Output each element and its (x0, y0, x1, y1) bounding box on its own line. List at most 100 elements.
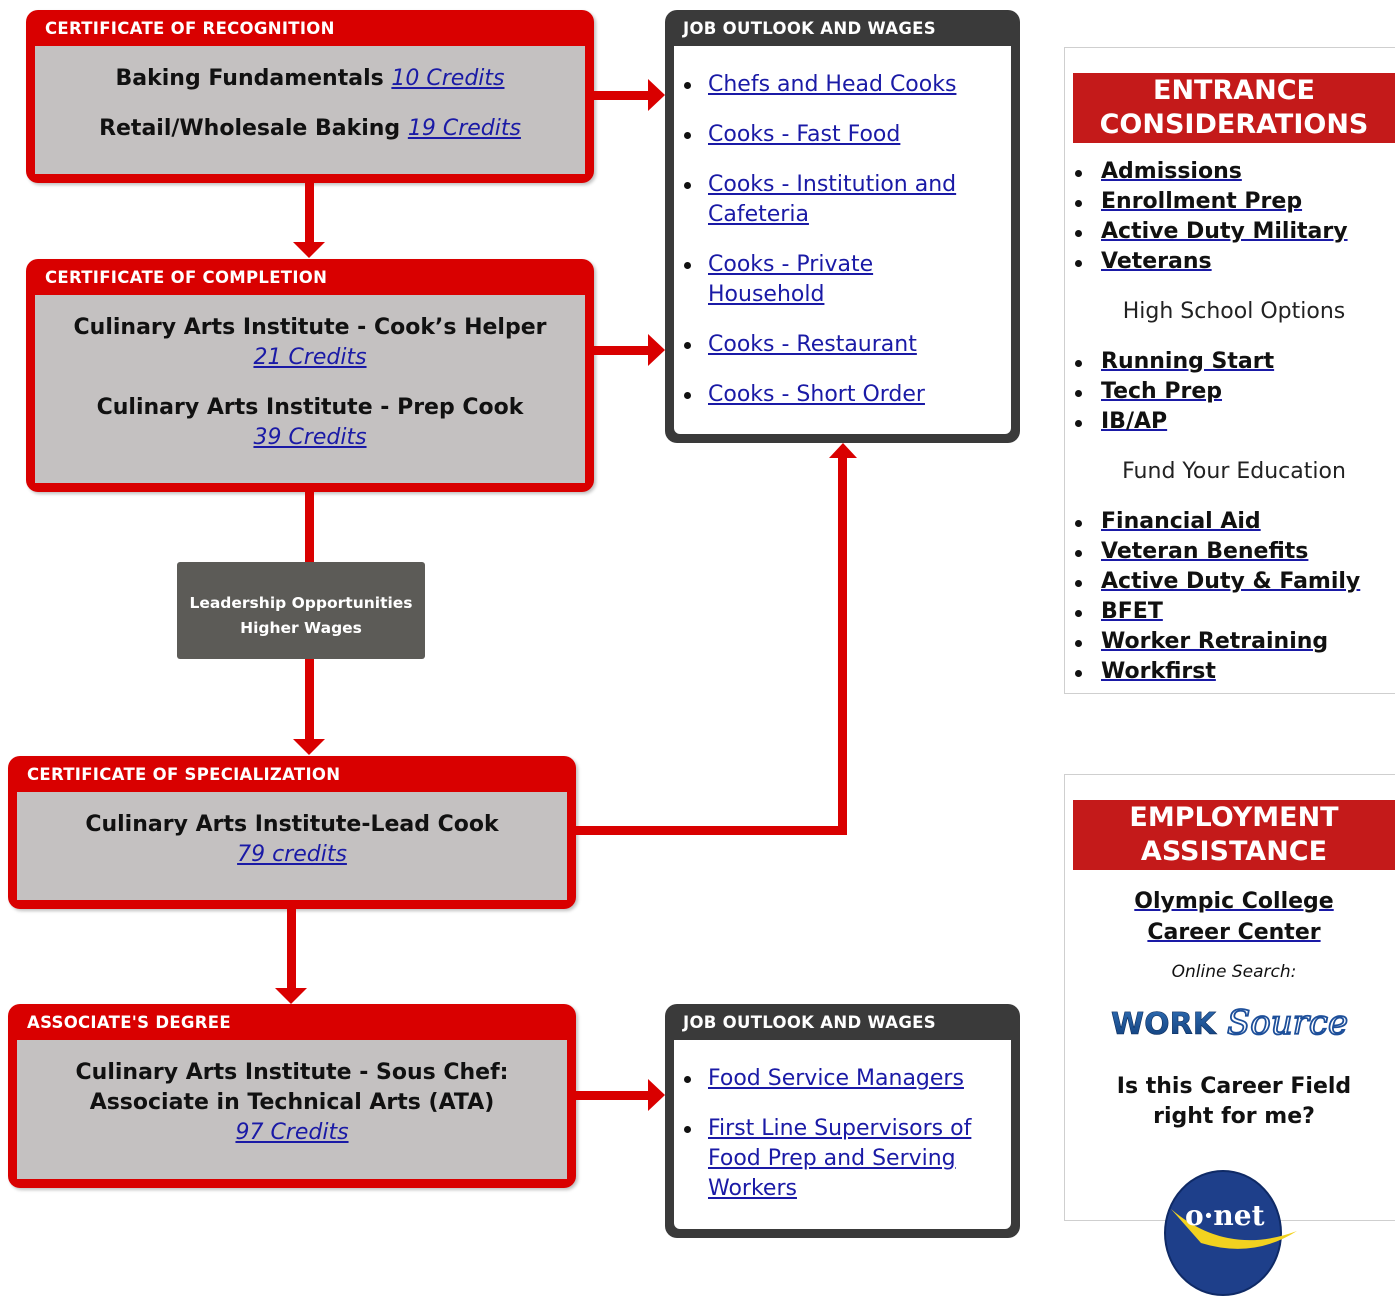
leadership-box: Leadership Opportunities Higher Wages (177, 562, 425, 659)
financial-aid-link[interactable]: Financial Aid (1101, 509, 1261, 534)
job-outlook-heading: JOB OUTLOOK AND WAGES (683, 1013, 936, 1032)
list-item: BFET (1075, 597, 1395, 627)
cert-recognition-body: Baking Fundamentals 10 Credits Retail/Wh… (35, 46, 585, 174)
arrow-head-right (648, 79, 665, 111)
arrow-shaft (594, 91, 648, 100)
active-duty-family-link[interactable]: Active Duty & Family (1101, 569, 1361, 594)
credits-link[interactable]: 97 Credits (235, 1120, 349, 1145)
program-lead-cook: Culinary Arts Institute-Lead Cook 79 cre… (85, 812, 499, 867)
arrow-shaft (305, 659, 314, 740)
credits-link[interactable]: 19 Credits (407, 116, 521, 141)
list-item: Cooks - Institution and Cafeteria (684, 170, 978, 230)
career-center: Olympic College Career Center (1065, 886, 1395, 948)
employment-assistance-panel: EMPLOYMENT ASSISTANCE Olympic College Ca… (1064, 774, 1395, 1296)
job-link[interactable]: Cooks - Short Order (708, 382, 925, 407)
tech-prep-link[interactable]: Tech Prep (1101, 379, 1223, 404)
arrow-shaft (838, 457, 847, 835)
ib-ap-link[interactable]: IB/AP (1101, 409, 1168, 434)
job-link[interactable]: Food Service Managers (708, 1066, 964, 1091)
cert-completion-body: Culinary Arts Institute - Cook’s Helper … (35, 295, 585, 483)
associate-heading: ASSOCIATE'S DEGREE (27, 1013, 231, 1032)
credits-link[interactable]: 79 credits (237, 842, 347, 867)
job-link[interactable]: Cooks - Private Household (708, 252, 874, 307)
svg-text:Source: Source (1227, 1003, 1348, 1043)
arrow-head-down (275, 988, 307, 1004)
arrow-head-down (293, 739, 325, 755)
career-field-question: Is this Career Field right for me? (1116, 1074, 1352, 1129)
list-item: Veteran Benefits (1075, 537, 1395, 567)
arrow-head-up (829, 443, 857, 458)
job-link[interactable]: First Line Supervisors of Food Prep and … (708, 1116, 972, 1201)
active-duty-military-link[interactable]: Active Duty Military (1101, 219, 1348, 244)
list-item: Food Service Managers (684, 1064, 1011, 1094)
list-item: Cooks - Fast Food (684, 120, 1011, 150)
entrance-considerations-panel: ENTRANCE CONSIDERATIONS Admissions Enrol… (1064, 47, 1395, 694)
list-item: Admissions (1075, 157, 1395, 187)
list-item: Cooks - Short Order (684, 380, 1011, 410)
job-outlook-box-2: JOB OUTLOOK AND WAGES Food Service Manag… (665, 1004, 1020, 1238)
credits-link[interactable]: 21 Credits (253, 345, 367, 370)
running-start-link[interactable]: Running Start (1101, 349, 1275, 374)
credits-link[interactable]: 39 Credits (253, 425, 367, 450)
career-center-link[interactable]: Olympic College Career Center (1134, 889, 1334, 945)
worksource-logo[interactable]: WORK Source (1109, 996, 1359, 1048)
enrollment-prep-link[interactable]: Enrollment Prep (1101, 189, 1303, 214)
list-item: Financial Aid (1075, 507, 1395, 537)
list-item: Veterans (1075, 247, 1395, 277)
cert-specialization-heading: CERTIFICATE OF SPECIALIZATION (27, 765, 341, 784)
list-item: Active Duty & Family (1075, 567, 1395, 597)
program-cooks-helper: Culinary Arts Institute - Cook’s Helper … (73, 315, 547, 370)
job-link[interactable]: Cooks - Fast Food (708, 122, 901, 147)
svg-text:o·net: o·net (1185, 1199, 1265, 1232)
admissions-link[interactable]: Admissions (1101, 159, 1242, 184)
list-item: Active Duty Military (1075, 217, 1395, 247)
worker-retraining-link[interactable]: Worker Retraining (1101, 629, 1329, 654)
list-item: IB/AP (1075, 407, 1395, 437)
cert-specialization-box: CERTIFICATE OF SPECIALIZATION Culinary A… (8, 756, 576, 909)
cert-recognition-box: CERTIFICATE OF RECOGNITION Baking Fundam… (26, 10, 594, 183)
entrance-links-list: Admissions Enrollment Prep Active Duty M… (1065, 157, 1395, 277)
arrow-shaft (576, 826, 847, 835)
arrow-head-right (648, 334, 665, 366)
list-item: Running Start (1075, 347, 1395, 377)
job-outlook-list: Food Service Managers First Line Supervi… (674, 1040, 1011, 1204)
associate-body: Culinary Arts Institute - Sous Chef: Ass… (17, 1040, 567, 1179)
svg-text:WORK: WORK (1111, 1007, 1218, 1042)
arrow-shaft (305, 183, 314, 243)
arrow-shaft (287, 909, 296, 989)
job-outlook-list-panel: Food Service Managers First Line Supervi… (674, 1040, 1011, 1229)
workfirst-link[interactable]: Workfirst (1101, 659, 1216, 684)
list-item: Chefs and Head Cooks (684, 70, 1011, 100)
program-baking-fundamentals: Baking Fundamentals 10 Credits (115, 66, 505, 91)
leadership-line1: Leadership Opportunities (189, 594, 413, 612)
cert-specialization-body: Culinary Arts Institute-Lead Cook 79 cre… (17, 792, 567, 900)
list-item: First Line Supervisors of Food Prep and … (684, 1114, 998, 1204)
job-link[interactable]: Cooks - Restaurant (708, 332, 917, 357)
online-search-label: Online Search: (1171, 962, 1297, 982)
employment-title: EMPLOYMENT ASSISTANCE (1073, 800, 1395, 870)
funding-links-list: Financial Aid Veteran Benefits Active Du… (1065, 507, 1395, 687)
arrow-shaft (576, 1091, 648, 1100)
job-outlook-list: Chefs and Head Cooks Cooks - Fast Food C… (674, 46, 1011, 410)
job-link[interactable]: Chefs and Head Cooks (708, 72, 957, 97)
veteran-benefits-link[interactable]: Veteran Benefits (1101, 539, 1309, 564)
job-outlook-heading: JOB OUTLOOK AND WAGES (683, 19, 936, 38)
cert-recognition-heading: CERTIFICATE OF RECOGNITION (45, 19, 335, 38)
program-sous-chef: Culinary Arts Institute - Sous Chef: Ass… (75, 1060, 509, 1145)
job-link[interactable]: Cooks - Institution and Cafeteria (708, 172, 957, 227)
arrow-shaft (305, 492, 314, 562)
bfet-link[interactable]: BFET (1101, 599, 1163, 624)
leadership-line2: Higher Wages (240, 619, 362, 637)
list-item: Cooks - Private Household (684, 250, 908, 310)
veterans-link[interactable]: Veterans (1101, 249, 1212, 274)
cert-completion-box: CERTIFICATE OF COMPLETION Culinary Arts … (26, 259, 594, 492)
high-school-links-list: Running Start Tech Prep IB/AP (1065, 347, 1395, 437)
job-outlook-list-panel: Chefs and Head Cooks Cooks - Fast Food C… (674, 46, 1011, 434)
arrow-head-right (648, 1079, 665, 1111)
list-item: Workfirst (1075, 657, 1395, 687)
cert-completion-heading: CERTIFICATE OF COMPLETION (45, 268, 328, 287)
arrow-shaft (594, 346, 648, 355)
list-item: Worker Retraining (1075, 627, 1395, 657)
onet-logo[interactable]: o·net (1157, 1169, 1299, 1297)
credits-link[interactable]: 10 Credits (391, 66, 505, 91)
